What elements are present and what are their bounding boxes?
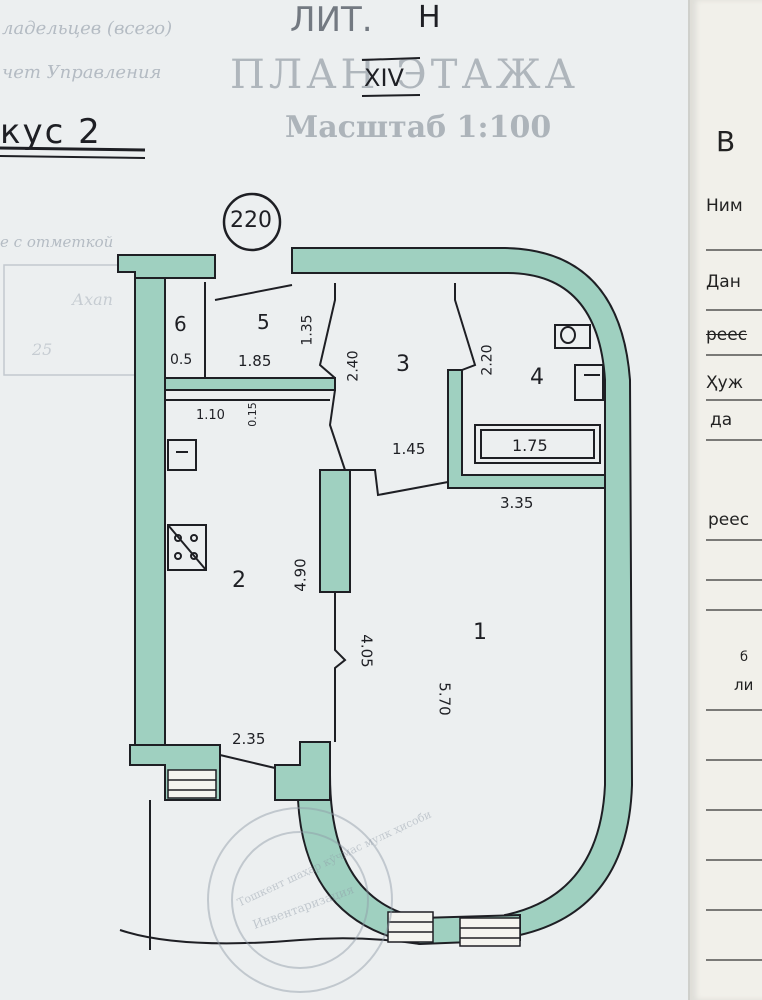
stove-burner-3 <box>174 552 182 560</box>
partitions <box>119 282 477 950</box>
apartment-number-circle <box>222 192 282 252</box>
floor-number-overline <box>361 57 421 61</box>
floor-number: XIV <box>364 64 404 92</box>
room-number-2: 2 <box>232 568 246 593</box>
next-page-line-9: ли <box>734 676 754 694</box>
sink-basin <box>560 326 576 344</box>
entrance-steps <box>167 769 217 799</box>
room-number-5: 5 <box>257 310 270 334</box>
official-stamp <box>207 807 393 993</box>
dim-1-85: 1.85 <box>238 352 272 370</box>
next-page-line-2: Ним <box>706 196 743 216</box>
lit-letter: Н <box>418 0 441 35</box>
partition-room3-floor <box>350 469 449 497</box>
stove <box>167 524 207 571</box>
room-6-length: 0.5 <box>170 352 193 368</box>
kitchen-fixtures <box>167 439 207 571</box>
floor-plan-title: ПЛАН ЭТАЖА <box>230 52 579 98</box>
owner-line: ладельцев (всего) <box>2 18 173 39</box>
scale-label: Масштаб 1:100 <box>285 110 552 145</box>
block-underline-2 <box>0 155 146 159</box>
next-page-line-8: б <box>740 650 749 665</box>
next-page-edge <box>688 0 762 1000</box>
next-page-line-6: да <box>710 410 733 430</box>
partition-room3-left <box>318 283 336 379</box>
next-page-rule-lines <box>706 249 762 961</box>
partition-room3-bottom <box>328 389 346 471</box>
floor-number-underline <box>361 94 421 97</box>
balcony-line <box>119 929 421 945</box>
bathroom-fixtures <box>474 324 604 464</box>
partition-room1-left <box>334 592 347 742</box>
door-swing-line <box>219 754 276 769</box>
stove-burner-4 <box>190 552 198 560</box>
lit-label: ЛИТ. <box>290 0 373 40</box>
room-number-1: 1 <box>473 620 487 645</box>
next-page-line-1: В <box>716 125 736 158</box>
dim-1-45: 1.45 <box>392 440 426 458</box>
faded-text-1: Ахап <box>72 290 113 309</box>
management-line: чет Управления <box>2 62 162 83</box>
stove-burner-2 <box>190 534 198 542</box>
window-2 <box>459 917 521 947</box>
next-page-line-5: Ҳуж <box>706 373 744 393</box>
wall-column <box>319 469 351 593</box>
faded-text-2: 25 <box>32 340 53 359</box>
next-page-line-7: реес <box>708 510 750 530</box>
wall-pillar-right <box>274 741 331 801</box>
kitchen-sink <box>167 439 197 471</box>
partition-top-angle <box>214 284 293 301</box>
bathtub <box>474 424 601 464</box>
mark-line: е с отметкой <box>0 233 114 251</box>
apartment-number: 220 <box>230 208 272 233</box>
dim-2-35: 2.35 <box>232 730 266 748</box>
dim-1-75: 1.75 <box>512 436 548 455</box>
block-label: кус 2 <box>0 112 102 152</box>
windows <box>387 911 521 947</box>
next-page-line-4: реес <box>706 325 748 345</box>
dim-3-35: 3.35 <box>500 494 534 512</box>
dim-1-10: 1.10 <box>196 408 225 423</box>
stove-diagonal <box>167 524 207 571</box>
block-underline <box>0 146 146 152</box>
next-page-line-3: Дан <box>706 272 741 292</box>
room-number-3: 3 <box>396 352 410 377</box>
toilet <box>574 364 604 401</box>
stove-burner-1 <box>174 534 182 542</box>
bathtub-inner <box>480 429 595 459</box>
room-number-4: 4 <box>530 365 544 390</box>
sink <box>554 324 591 349</box>
partition-room3-right <box>454 283 477 371</box>
window-1 <box>387 911 434 943</box>
room-number-6: 6 <box>174 312 187 336</box>
